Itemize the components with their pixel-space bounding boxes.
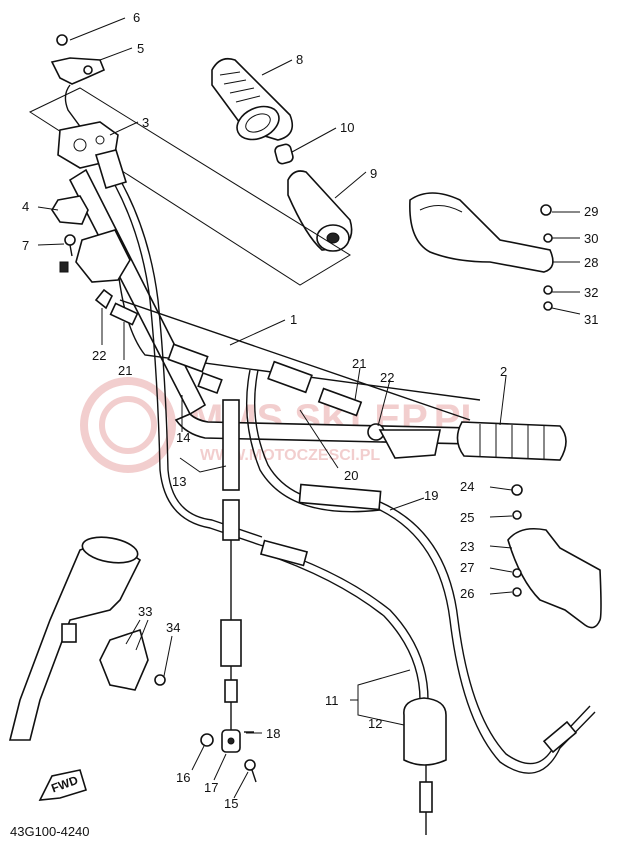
callout-26: 26 [460,586,474,601]
callout-1: 1 [290,312,297,327]
decompression-cable [220,399,242,730]
right-controls [267,360,567,461]
callout-29: 29 [584,204,598,219]
callout-9: 9 [370,166,377,181]
throttle-cable-lower [259,539,447,835]
callout-34: 34 [166,620,180,635]
callout-3: 3 [142,115,149,130]
callouts: 6 5 8 3 10 9 4 7 29 30 28 32 31 1 22 21 … [22,10,598,811]
callout-17: 17 [204,780,218,795]
hand-guard-28 [409,192,554,311]
leader-lines [37,17,581,799]
callout-21-right: 21 [352,356,366,371]
callout-31: 31 [584,312,598,327]
callout-23: 23 [460,539,474,554]
callout-2: 2 [500,364,507,379]
callout-24: 24 [460,479,474,494]
callout-21-left: 21 [118,363,132,378]
left-grip [211,57,294,141]
clutch-cable [245,369,596,774]
callout-19: 19 [424,488,438,503]
callout-14: 14 [176,430,190,445]
throttle-tube [287,170,353,252]
callout-10: 10 [340,120,354,135]
callout-15: 15 [224,796,238,811]
callout-12: 12 [368,716,382,731]
explode-guide [28,87,351,286]
callout-5: 5 [137,41,144,56]
callout-27: 27 [460,560,474,575]
callout-18: 18 [266,726,280,741]
left-adjuster [94,288,223,395]
hand-guard-23 [507,484,602,629]
callout-16: 16 [176,770,190,785]
callout-7: 7 [22,238,29,253]
callout-4: 4 [22,199,29,214]
callout-25: 25 [460,510,474,525]
callout-32: 32 [584,285,598,300]
fork-tube [8,536,166,741]
lever-holder [51,195,131,283]
callout-11: 11 [325,693,339,708]
callout-8: 8 [296,52,303,67]
callout-22-left: 22 [92,348,106,363]
callout-20: 20 [344,468,358,483]
callout-6: 6 [133,10,140,25]
callout-33: 33 [138,604,152,619]
throttle-cable [94,149,263,546]
cable-guide-bracket [50,34,106,141]
callout-28: 28 [584,255,598,270]
throttle-collar [274,143,294,165]
callout-22-right: 22 [380,370,394,385]
callout-30: 30 [584,231,598,246]
screw-7 [59,234,76,273]
cable-joint [200,729,257,783]
fwd-badge: FWD [38,769,87,801]
watermark-subtitle: WWW.MOTOCZESCI.PL [200,447,380,464]
part-code: 43G100-4240 [10,824,90,839]
callout-13: 13 [172,474,186,489]
